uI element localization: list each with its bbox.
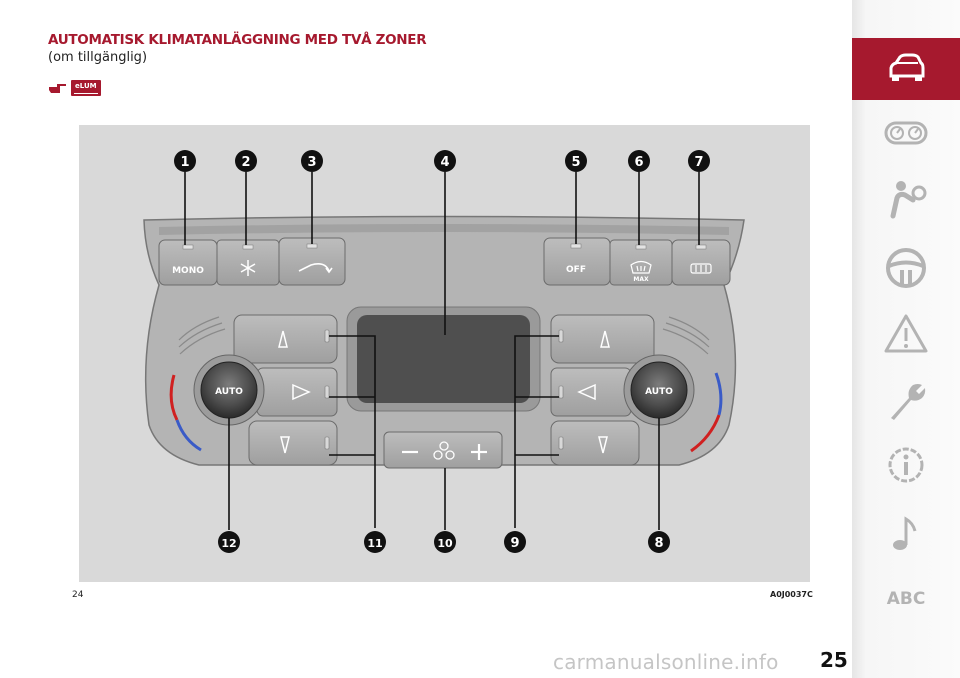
callout-8 xyxy=(648,531,670,553)
callout-2-label: 2 xyxy=(241,155,250,170)
callout-3 xyxy=(301,150,323,172)
dashboard-gauges-icon xyxy=(884,121,928,145)
elum-badge: eLUM xyxy=(71,80,101,96)
page-number-right: 25 xyxy=(820,648,848,672)
callout-10-label: 10 xyxy=(437,537,453,550)
figure-code: A0J0037C xyxy=(770,590,813,599)
rear-window-defrost-icon xyxy=(690,263,712,274)
right-airflow-down-button[interactable] xyxy=(550,420,640,466)
callout-8-label: 8 xyxy=(654,536,663,551)
callout-5 xyxy=(565,150,587,172)
sidebar-item-car[interactable] xyxy=(852,38,960,100)
elum-indicator: eLUM xyxy=(48,78,101,98)
climate-panel-illustration: MONO OFF MAX xyxy=(143,150,745,553)
callout-7-label: 7 xyxy=(694,155,703,170)
callout-leader-lines xyxy=(184,172,700,530)
rear-defrost-button[interactable] xyxy=(671,239,731,286)
watermark: carmanualsonline.info xyxy=(553,650,779,674)
callout-3-label: 3 xyxy=(307,155,316,170)
left-vent-grille xyxy=(178,316,226,355)
callout-1-label: 1 xyxy=(180,155,189,170)
callout-7 xyxy=(688,150,710,172)
sidebar-item-driving[interactable] xyxy=(852,237,960,299)
callout-11-label: 11 xyxy=(367,537,382,550)
sidebar-item-index[interactable]: ABC xyxy=(852,568,960,630)
page-subtitle: (om tillgänglig) xyxy=(48,50,148,65)
callout-10 xyxy=(434,531,456,553)
right-auto-label: AUTO xyxy=(645,387,673,397)
left-temp-arc-cold xyxy=(175,419,202,452)
car-icon xyxy=(889,53,925,81)
callout-9-label: 9 xyxy=(510,536,519,551)
right-temp-arc-hot xyxy=(690,414,721,453)
callout-11 xyxy=(364,531,386,553)
airbag-person-icon xyxy=(890,181,927,219)
windshield-defrost-icon xyxy=(630,260,652,274)
left-auto-label: AUTO xyxy=(215,387,243,397)
display-screen xyxy=(357,315,530,403)
sidebar-item-instruments[interactable] xyxy=(852,102,960,164)
abc-label: ABC xyxy=(886,589,926,609)
warning-triangle-icon xyxy=(884,314,928,353)
right-temp-arc-cold xyxy=(714,372,723,416)
mono-label: MONO xyxy=(172,266,204,276)
recirculation-icon xyxy=(298,263,333,274)
sidebar-item-emergency[interactable] xyxy=(852,303,960,365)
callout-6 xyxy=(628,150,650,172)
left-airflow-down-button[interactable] xyxy=(248,420,338,466)
left-temp-arc-hot xyxy=(169,374,179,421)
pointing-hand-icon xyxy=(49,84,66,93)
wrench-icon xyxy=(891,384,926,420)
steering-wheel-icon xyxy=(886,248,926,288)
right-vent-grille xyxy=(662,316,710,355)
max-label: MAX xyxy=(633,276,649,283)
callout-4-label: 4 xyxy=(440,155,449,170)
callout-1 xyxy=(174,150,196,172)
callout-12 xyxy=(218,531,240,553)
snowflake-icon xyxy=(240,260,256,276)
off-label: OFF xyxy=(566,265,586,275)
callout-6-label: 6 xyxy=(634,155,643,170)
callout-4 xyxy=(434,150,456,172)
music-note-icon xyxy=(893,516,917,550)
callout-9 xyxy=(504,531,526,553)
page-number-left: 24 xyxy=(72,590,84,600)
callout-2 xyxy=(235,150,257,172)
chapter-sidebar: ABC xyxy=(852,0,960,678)
fan-icon xyxy=(433,441,455,460)
sidebar-item-safety[interactable] xyxy=(852,168,960,230)
sidebar-item-maintenance[interactable] xyxy=(852,370,960,432)
callout-5-label: 5 xyxy=(571,155,580,170)
page-title: AUTOMATISK KLIMATANLÄGGNING MED TVÅ ZONE… xyxy=(48,32,427,48)
sidebar-item-technical-data[interactable] xyxy=(852,434,960,496)
sidebar-item-multimedia[interactable] xyxy=(852,503,960,565)
callout-12-label: 12 xyxy=(221,537,236,550)
climate-panel-figure: MONO OFF MAX xyxy=(79,125,810,582)
info-gear-icon xyxy=(888,447,924,483)
